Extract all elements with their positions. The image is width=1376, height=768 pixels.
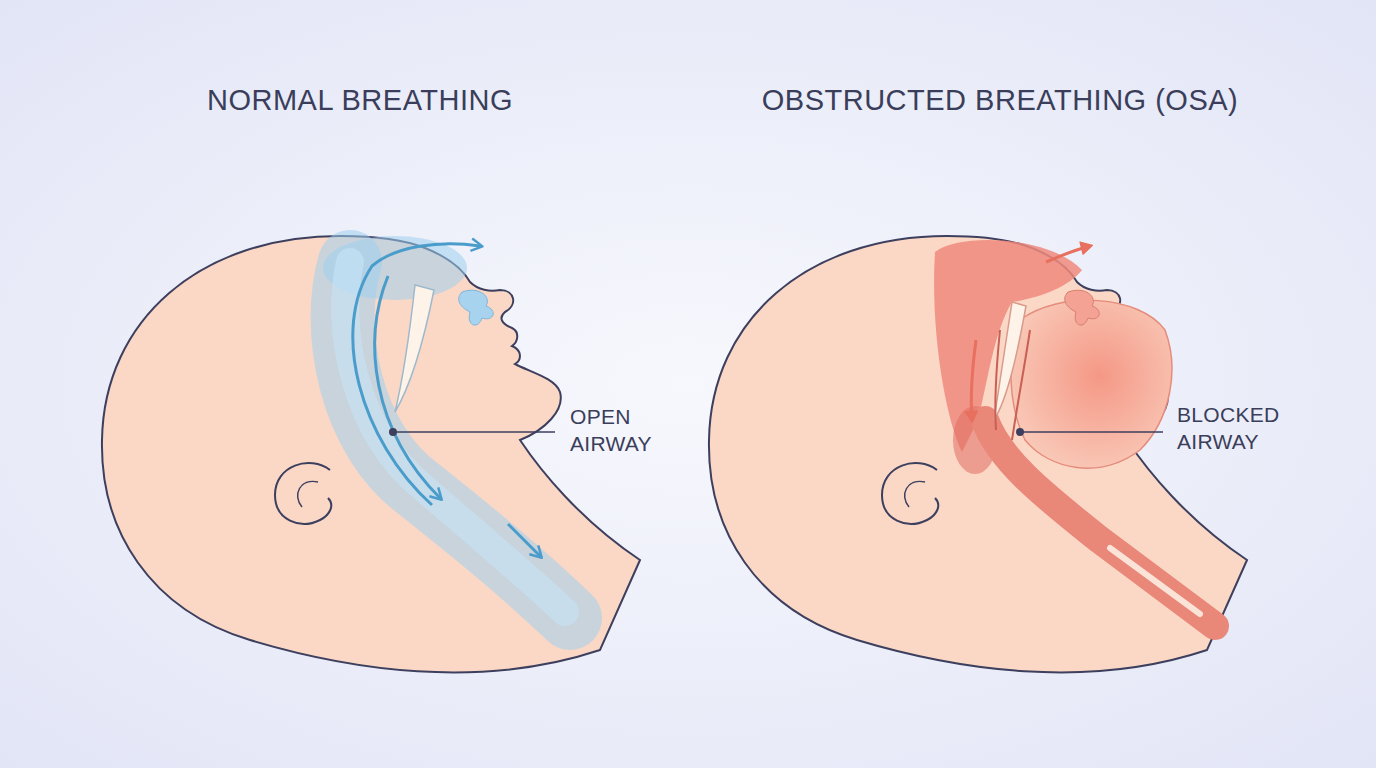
soft-palate [994, 302, 1026, 420]
tongue [1011, 300, 1172, 468]
panel-heading: OBSTRUCTED BREATHING (OSA) [700, 82, 1300, 119]
soft-palate [395, 285, 434, 412]
ear [882, 463, 938, 524]
callout-label: OPEN AIRWAY [570, 404, 680, 458]
airway-band [343, 262, 570, 618]
nasal-passage [459, 290, 494, 325]
obstructed-head [709, 236, 1247, 672]
head-outline [709, 236, 1247, 672]
leader-line [1020, 431, 1163, 433]
normal-head [102, 236, 640, 672]
airflow-arrow [971, 340, 976, 420]
airflow-arrow [508, 524, 540, 556]
airway-wall [995, 330, 1000, 430]
head-outline [102, 236, 640, 672]
ear-detail [298, 481, 318, 507]
airflow-arrow [353, 244, 480, 505]
airway-wall [1012, 330, 1030, 440]
ear-detail [905, 481, 925, 507]
ear [275, 463, 331, 524]
trachea-detail [1110, 548, 1200, 614]
leader-line [393, 431, 555, 433]
airflow-arrow [375, 276, 440, 498]
nasal-passage [1065, 290, 1100, 325]
panel-heading: NORMAL BREATHING [140, 82, 580, 119]
airflow-arrow [1046, 246, 1090, 262]
callout-label: BLOCKED AIRWAY [1177, 402, 1295, 456]
